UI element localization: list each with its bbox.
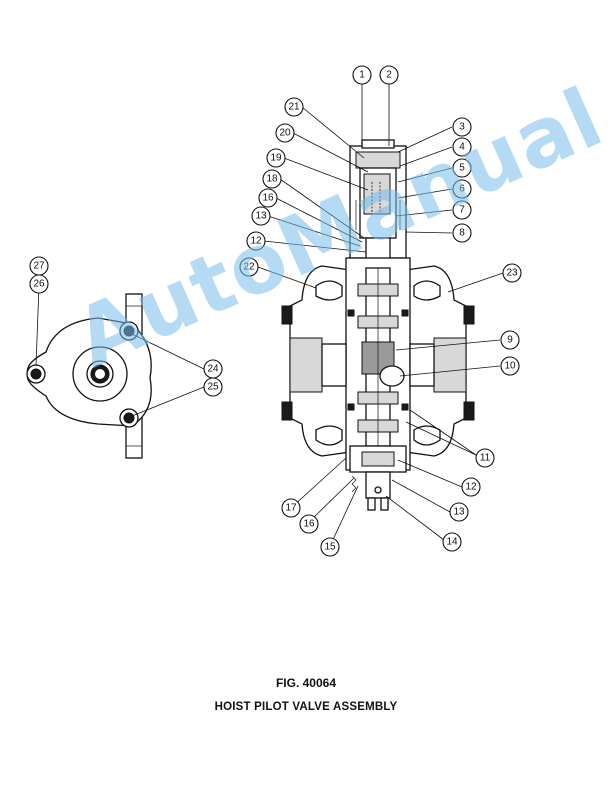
svg-text:25: 25 xyxy=(207,382,219,393)
svg-text:14: 14 xyxy=(446,537,458,548)
callout-3: 3 xyxy=(452,117,472,137)
svg-text:11: 11 xyxy=(480,453,491,464)
callout-12-lower: 12 xyxy=(461,477,481,497)
svg-text:13: 13 xyxy=(255,211,267,222)
figure-number: FIG. 40064 xyxy=(275,676,337,690)
svg-text:10: 10 xyxy=(504,361,516,372)
svg-text:5: 5 xyxy=(459,163,465,174)
callout-7: 7 xyxy=(452,200,472,220)
leader-lines xyxy=(35,84,504,547)
svg-text:1: 1 xyxy=(359,70,365,81)
svg-text:15: 15 xyxy=(324,542,336,553)
svg-text:23: 23 xyxy=(506,268,518,279)
callout-6: 6 xyxy=(452,179,472,199)
svg-text:16: 16 xyxy=(262,193,274,204)
callout-21: 21 xyxy=(284,97,304,117)
svg-text:20: 20 xyxy=(279,128,291,139)
callout-8: 8 xyxy=(452,223,472,243)
callout-10: 10 xyxy=(500,356,520,376)
svg-text:6: 6 xyxy=(459,184,465,195)
figure-title: HOIST PILOT VALVE ASSEMBLY xyxy=(214,701,398,713)
callout-15: 15 xyxy=(320,537,340,557)
svg-text:12: 12 xyxy=(465,482,477,493)
svg-text:13: 13 xyxy=(453,507,465,518)
svg-text:19: 19 xyxy=(270,153,282,164)
callout-16-upper: 16 xyxy=(258,188,278,208)
callout-12-upper: 12 xyxy=(246,231,266,251)
callout-4: 4 xyxy=(452,137,472,157)
svg-text:3: 3 xyxy=(459,122,465,133)
svg-text:2: 2 xyxy=(386,70,392,81)
callout-25: 25 xyxy=(203,377,223,397)
callout-13-lower: 13 xyxy=(449,502,469,522)
end-view-plate xyxy=(26,293,152,459)
svg-text:8: 8 xyxy=(459,228,465,239)
callout-20: 20 xyxy=(275,123,295,143)
callout-23: 23 xyxy=(502,263,522,283)
callout-24: 24 xyxy=(203,359,223,379)
callout-13-upper: 13 xyxy=(251,206,271,226)
callout-18: 18 xyxy=(262,169,282,189)
svg-text:26: 26 xyxy=(33,279,45,290)
callout-22: 22 xyxy=(239,257,259,277)
svg-text:18: 18 xyxy=(266,174,278,185)
callout-9: 9 xyxy=(500,330,520,350)
callout-27: 27 xyxy=(29,256,49,276)
svg-text:12: 12 xyxy=(250,236,262,247)
valve-body-section xyxy=(281,139,475,511)
callout-5: 5 xyxy=(452,158,472,178)
svg-text:24: 24 xyxy=(207,364,219,375)
callout-17: 17 xyxy=(281,498,301,518)
callouts: 1 2 3 4 5 6 7 8 9 10 11 12 13 14 15 16 1… xyxy=(29,65,522,557)
callout-16-lower: 16 xyxy=(299,514,319,534)
svg-text:16: 16 xyxy=(303,519,315,530)
svg-text:27: 27 xyxy=(33,261,45,272)
callout-1: 1 xyxy=(352,65,372,85)
callout-19: 19 xyxy=(266,148,286,168)
callout-26: 26 xyxy=(29,274,49,294)
callout-14: 14 xyxy=(442,532,462,552)
svg-text:21: 21 xyxy=(288,102,300,113)
svg-text:22: 22 xyxy=(243,262,255,273)
svg-text:7: 7 xyxy=(459,205,465,216)
callout-11: 11 xyxy=(475,448,495,468)
callout-2: 2 xyxy=(379,65,399,85)
svg-text:17: 17 xyxy=(285,503,297,514)
svg-text:4: 4 xyxy=(459,142,465,153)
svg-text:9: 9 xyxy=(507,335,513,346)
